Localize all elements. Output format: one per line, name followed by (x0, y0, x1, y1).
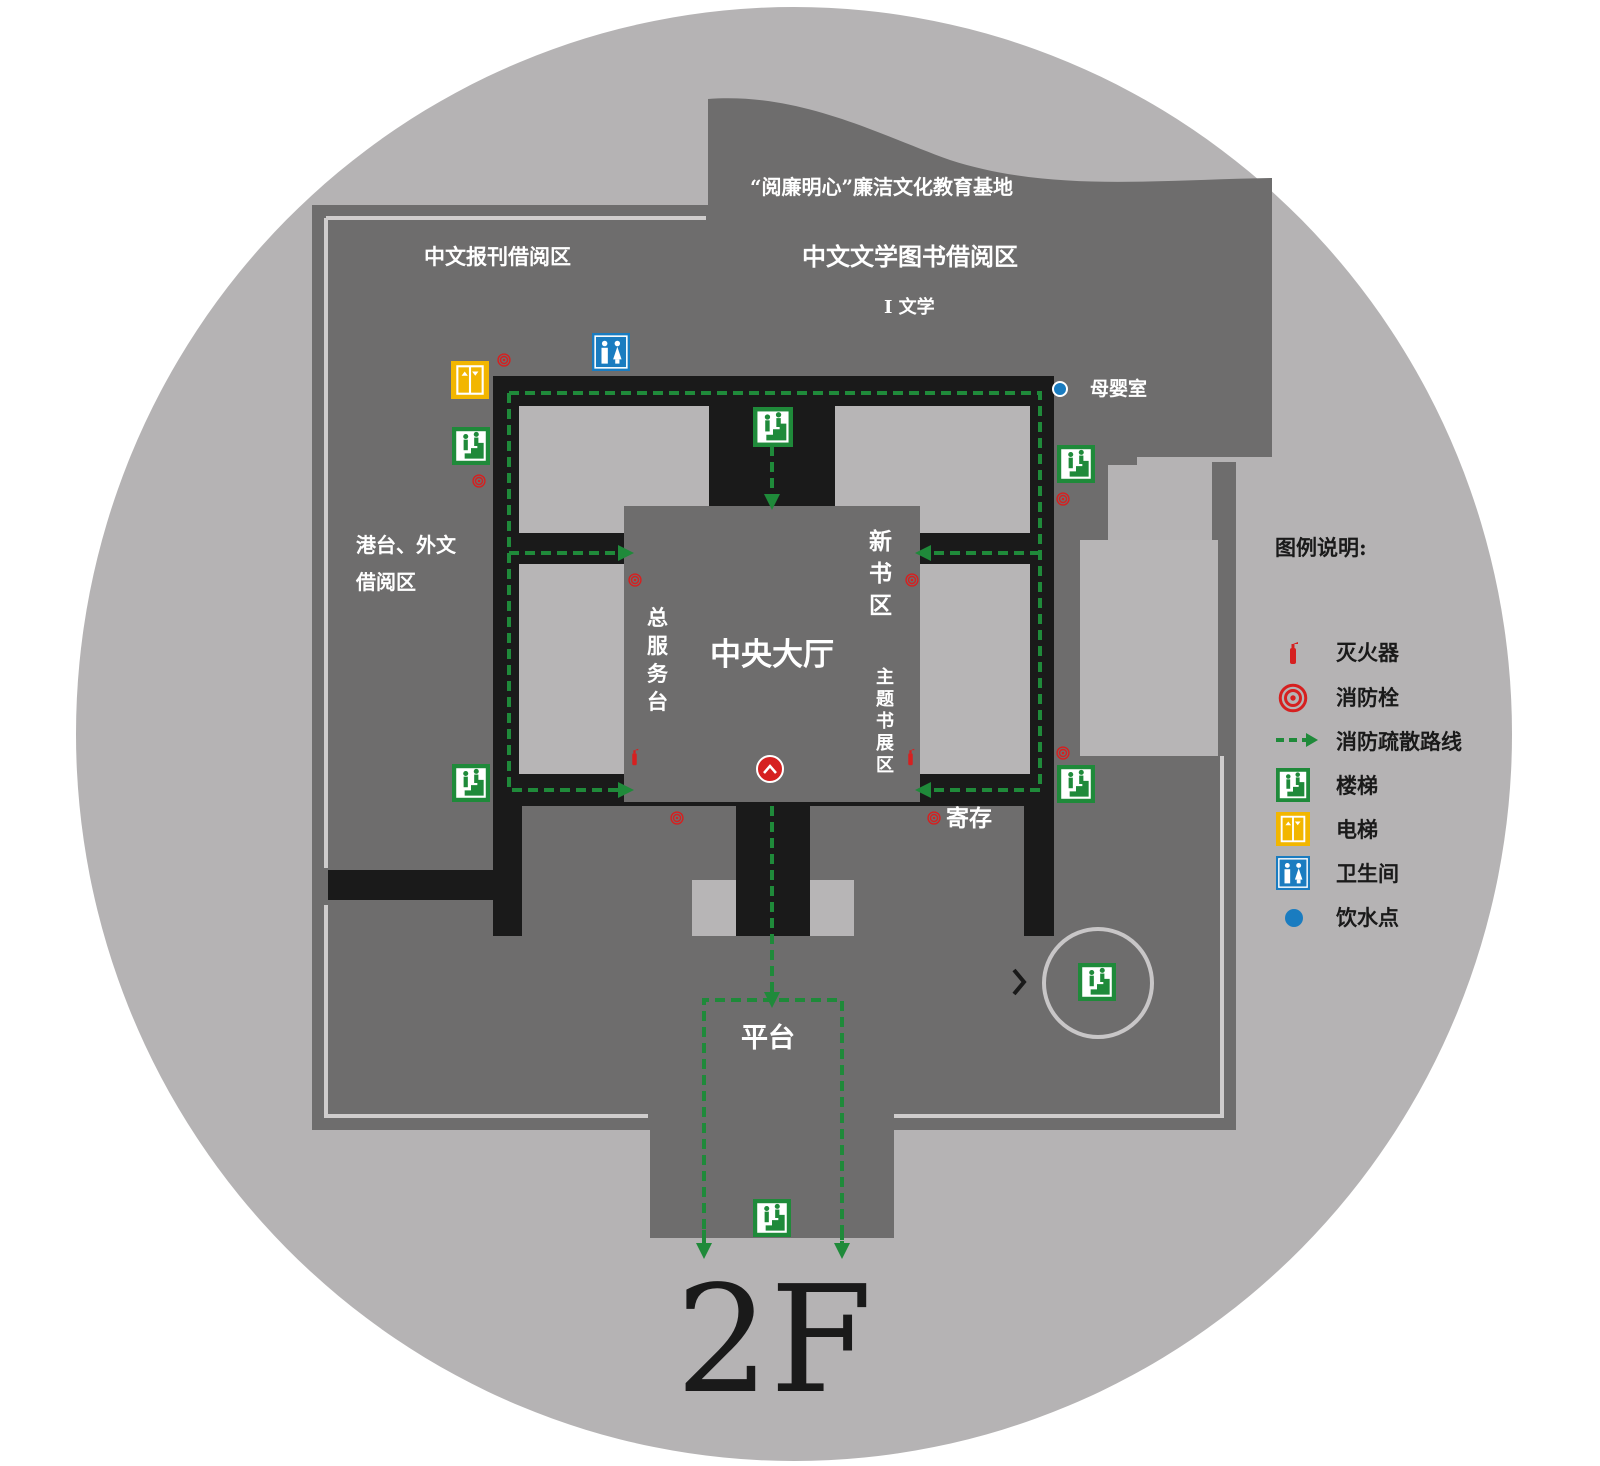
theme-exhibit-char-4: 展 (876, 733, 895, 754)
legend-label-hydrant: 消防栓 (1336, 685, 1399, 710)
chevron-up-icon (763, 764, 777, 774)
stairs-icon[interactable] (1057, 445, 1095, 483)
new-books-char-1: 新 (869, 528, 892, 555)
stairs-icon[interactable] (753, 407, 793, 447)
service-desk-char-1: 总 (647, 605, 668, 630)
stairs-icon[interactable] (1057, 765, 1095, 803)
chinese-periodicals-label: 中文报刊借阅区 (424, 244, 571, 269)
stairs-icon[interactable] (753, 1199, 791, 1237)
legend-title: 图例说明: (1275, 535, 1367, 560)
floor-number: 2F (676, 1254, 873, 1426)
water-point-icon (1052, 381, 1068, 397)
fire-hydrant-icon (628, 573, 642, 587)
water-point-icon (1285, 909, 1303, 927)
fire-hydrant-icon (497, 353, 511, 367)
fire-hydrant-icon (905, 573, 919, 587)
service-desk-char-3: 务 (647, 661, 669, 686)
restroom-icon (1276, 856, 1310, 890)
stairs-icon (1276, 768, 1310, 802)
theme-exhibit-char-2: 题 (876, 689, 895, 710)
theme-exhibit-char-3: 书 (876, 711, 894, 732)
theme-exhibit-char-1: 主 (876, 666, 894, 688)
legend-label-restroom: 卫生间 (1336, 861, 1399, 886)
theme-exhibit-char-5: 区 (876, 755, 894, 776)
direction-chevron-icon (1012, 968, 1027, 996)
area-labels: “阅廉明心”廉洁文化教育基地 中文报刊借阅区 中文文学图书借阅区 I 文学 母婴… (355, 175, 1147, 1054)
service-desk-char-4: 台 (647, 689, 668, 714)
central-hall-label: 中央大厅 (710, 637, 834, 673)
platform-label: 平台 (741, 1022, 795, 1054)
stairs-icon[interactable] (452, 764, 490, 802)
chinese-literature-label: 中文文学图书借阅区 (802, 242, 1018, 271)
facility-icons (451, 333, 1116, 1237)
fire-hydrant-icon (472, 474, 486, 488)
info-point-icon[interactable] (756, 755, 784, 783)
fire-hydrant-icon (927, 811, 941, 825)
hk-tw-foreign-label-1: 港台、外文 (356, 533, 457, 557)
stairs-icon[interactable] (452, 427, 490, 465)
evacuation-route-icon (1276, 733, 1318, 747)
legend-label-water: 饮水点 (1335, 905, 1399, 930)
evacuation-route (507, 391, 1042, 1259)
stairs-icon[interactable] (1078, 963, 1116, 1001)
elevator-icon (1276, 812, 1310, 846)
fire-hydrant-icon (670, 811, 684, 825)
legend-label-evacuation: 消防疏散路线 (1336, 729, 1462, 754)
elevator-icon[interactable] (451, 361, 489, 399)
legend-label-elevator: 电梯 (1336, 817, 1378, 842)
legend: 图例说明: 灭火器 消防栓 消防疏散路线 楼梯 电梯 卫生间 饮水点 (1275, 535, 1462, 930)
new-books-char-3: 区 (869, 592, 892, 619)
new-books-char-2: 书 (869, 560, 892, 587)
mother-baby-room-label: 母婴室 (1090, 377, 1147, 400)
fire-hydrant-icon (1278, 683, 1308, 713)
education-base-label: “阅廉明心”廉洁文化教育基地 (750, 175, 1013, 199)
service-desk-char-2: 服 (647, 633, 669, 658)
legend-label-stairs: 楼梯 (1336, 773, 1378, 798)
restroom-icon[interactable] (592, 333, 630, 371)
literature-sub-label: I 文学 (884, 296, 935, 318)
fire-hydrant-icon (1056, 746, 1070, 760)
fire-hydrant-icon (1056, 492, 1070, 506)
hk-tw-foreign-label-2: 借阅区 (355, 570, 416, 594)
stairs-circle (1042, 927, 1154, 1039)
storage-label: 寄存 (946, 805, 992, 832)
legend-label-extinguisher: 灭火器 (1336, 640, 1400, 665)
